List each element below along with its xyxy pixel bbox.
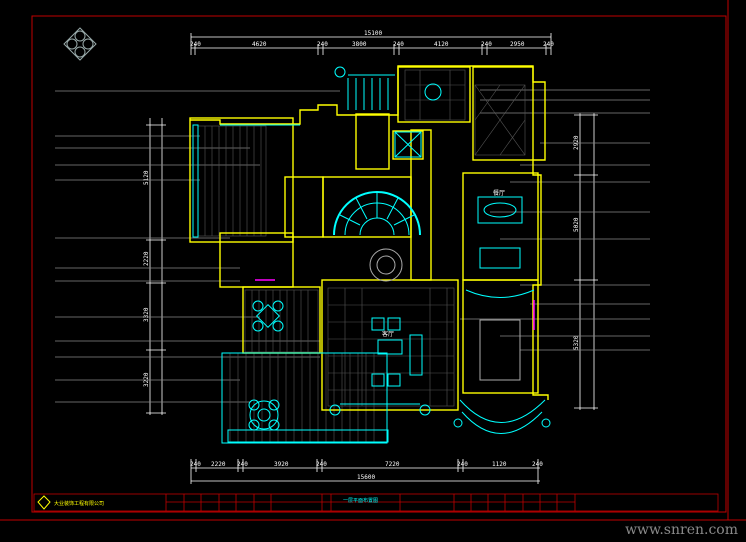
fixtures (192, 66, 551, 444)
accent-marks (255, 279, 535, 330)
dimension-label: 240 (190, 461, 201, 468)
dimension-label: 5320 (573, 335, 580, 350)
dimension-label: 3220 (143, 372, 150, 387)
dimension-label: 7220 (385, 461, 400, 468)
side-dimension-lines (146, 113, 598, 415)
dimension-label: 240 (190, 41, 201, 48)
company-logo-icon (37, 495, 51, 510)
dimension-label: 1120 (492, 461, 507, 468)
watermark: www.snren.com (625, 522, 738, 538)
leader-lines (55, 89, 650, 403)
bottom-total-dimension: 15600 (357, 474, 375, 481)
dimension-label: 2220 (211, 461, 226, 468)
dimension-label: 5120 (143, 170, 150, 185)
dimension-label: 5020 (573, 217, 580, 232)
dimension-label: 2920 (573, 135, 580, 150)
dimension-label: 4620 (252, 41, 267, 48)
dimension-label: 240 (317, 41, 328, 48)
title-block (33, 493, 719, 512)
room-label-dining: 餐厅 (493, 189, 505, 197)
dimension-label: 240 (393, 41, 404, 48)
drawing-title: 一层平面布置图 (343, 497, 378, 504)
dimension-label: 240 (481, 41, 492, 48)
top-total-dimension: 15100 (364, 30, 382, 37)
dimension-label: 3800 (352, 41, 367, 48)
dimension-label: 240 (316, 461, 327, 468)
dimension-label: 2950 (510, 41, 525, 48)
dimension-label: 240 (532, 461, 543, 468)
top-dimension-lines (190, 33, 552, 55)
dimension-label: 3920 (274, 461, 289, 468)
dimension-label: 240 (543, 41, 554, 48)
room-label-living: 客厅 (382, 330, 394, 338)
compass-logo (63, 27, 97, 61)
company-name: 大业装饰工程有限公司 (54, 500, 104, 507)
dimension-label: 4120 (434, 41, 449, 48)
bottom-dimension-lines (190, 459, 540, 484)
dimension-label: 240 (457, 461, 468, 468)
dimension-label: 2220 (143, 251, 150, 266)
dimension-label: 3320 (143, 307, 150, 322)
floor-patterns (197, 69, 526, 444)
walls (189, 65, 549, 411)
dimension-label: 240 (237, 461, 248, 468)
drawing-frame (0, 0, 746, 521)
